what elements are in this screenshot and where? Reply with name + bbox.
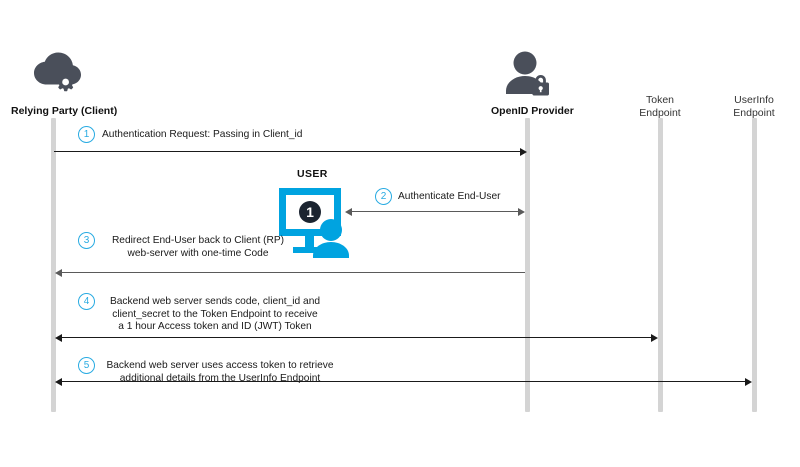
arrow-head-step-1	[520, 148, 527, 156]
actor-label-token-endpoint: Token Endpoint	[610, 94, 710, 120]
arrow-line-step-2	[352, 211, 520, 213]
lifeline-token-endpoint	[658, 118, 663, 412]
actor-label-token-endpoint-line2: Endpoint	[639, 107, 681, 119]
arrow-line-step-4	[61, 337, 654, 339]
user-caption: USER	[297, 168, 328, 180]
arrow-head-step-2-right	[518, 208, 525, 216]
actor-label-userinfo-endpoint-line2: Endpoint	[733, 107, 775, 119]
arrow-line-step-5	[61, 381, 748, 383]
actor-label-relying-party: Relying Party (Client)	[11, 105, 118, 117]
step-text-3: Redirect End-User back to Client (RP) we…	[111, 235, 285, 259]
step-badge-4: 4	[78, 293, 95, 310]
actor-label-userinfo-endpoint: UserInfo Endpoint	[704, 94, 800, 120]
arrow-line-step-1	[54, 151, 524, 153]
step-text-2: Authenticate End-User	[398, 191, 501, 202]
step-badge-3: 3	[78, 232, 95, 249]
step-badge-5: 5	[78, 357, 95, 374]
step-text-1: Authentication Request: Passing in Clien…	[102, 129, 303, 140]
actor-label-openid-provider: OpenID Provider	[491, 105, 574, 117]
arrow-head-step-3	[55, 269, 62, 277]
arrow-head-step-4	[651, 334, 658, 342]
arrow-head-step-2-left	[345, 208, 352, 216]
arrow-head-step-4-origin	[55, 334, 62, 342]
cloud-gear-icon	[30, 50, 88, 98]
monitor-user-icon: 1	[277, 186, 349, 258]
step-text-5: Backend web server uses access token to …	[106, 360, 334, 384]
step-badge-1: 1	[78, 126, 95, 143]
lifeline-userinfo-endpoint	[752, 118, 757, 412]
actor-label-token-endpoint-line1: Token	[645, 94, 675, 106]
lifeline-relying-party	[51, 118, 56, 412]
step-badge-2: 2	[375, 188, 392, 205]
person-lock-icon	[503, 50, 555, 98]
step-text-4: Backend web server sends code, client_id…	[109, 296, 321, 332]
lifeline-openid-provider	[525, 118, 530, 412]
arrow-head-step-5-origin	[55, 378, 62, 386]
arrow-head-step-5	[745, 378, 752, 386]
monitor-screen-number: 1	[306, 204, 314, 220]
arrow-line-step-3	[61, 272, 525, 274]
actor-label-userinfo-endpoint-line1: UserInfo	[734, 94, 774, 106]
